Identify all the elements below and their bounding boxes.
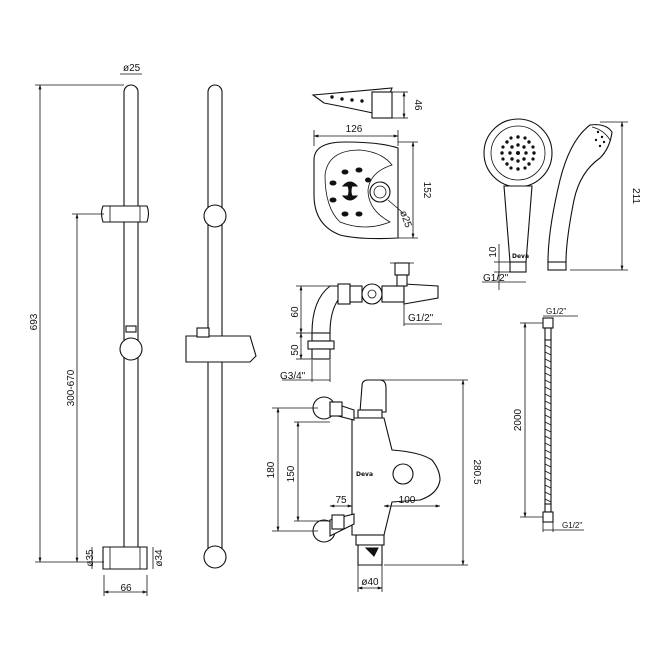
handset-side-connector: [547, 261, 567, 271]
valve-body-dia-label: ø40: [361, 577, 379, 588]
spout-base: [311, 332, 331, 342]
bath-spout: 60 50 G3/4" G1/2": [280, 262, 442, 382]
handset-height-label: 211: [630, 188, 641, 204]
spout-inlet-thread: [311, 348, 331, 360]
valve-top-handle: [359, 379, 387, 413]
rail-slider: [119, 337, 143, 361]
spout-inlet: [307, 340, 335, 350]
handset-brand: Deva: [512, 253, 529, 260]
spout-outlet-thread-label: G1/2": [408, 313, 434, 324]
thermostatic-valve: Deva 180 150 280.5 75 100 ø40: [266, 379, 482, 592]
spout-outlet: [403, 283, 439, 305]
spout-right: [381, 285, 405, 303]
rail-side-bottom-knob: [203, 545, 227, 569]
handset-thread-label: G1/2": [483, 273, 509, 284]
rail-side-pole: [207, 84, 223, 566]
valve-brand: Deva: [356, 471, 373, 478]
hose-bottom-thread-label: G1/2": [562, 521, 582, 530]
rail-side-top-knob: [203, 204, 227, 228]
soap-dish-width-label: 126: [346, 124, 363, 135]
spout-diverter: [361, 283, 383, 305]
soap-dish-mount: [371, 91, 393, 119]
valve-top-ring: [357, 409, 383, 419]
soap-dish-hole-dia-label: ø25: [397, 209, 413, 229]
hose-top-thread-label: G1/2": [546, 307, 566, 316]
soap-dish-hole: [369, 181, 391, 203]
valve-depth-b-label: 100: [399, 495, 416, 506]
rail-pole: [123, 84, 139, 566]
handset-thread-height-label: 10: [488, 246, 499, 258]
hose-top-nut: [542, 317, 554, 329]
handset-side: [547, 124, 613, 263]
soap-dish-depth-label: 152: [421, 182, 432, 199]
valve-centers-outer-label: 180: [266, 461, 277, 478]
soap-dish: 46 126 152 ø25: [311, 87, 432, 240]
valve-knob-center: [392, 463, 414, 485]
hose-top-ferrule: [544, 327, 552, 341]
rail-side-view: [185, 84, 257, 569]
rail-top-dia-label: ø25: [123, 63, 141, 74]
rail-slider-range-label: 300-670: [66, 369, 77, 406]
rail-side-slider-clip: [196, 327, 210, 338]
handset-connector: [509, 261, 527, 273]
handset-handle: [503, 185, 533, 263]
rail-side-slider: [185, 335, 257, 363]
spout-nut: [337, 283, 351, 305]
hose-bottom-ferrule: [544, 503, 552, 513]
soap-dish-drain-icon: [341, 181, 359, 201]
valve-height-total-label: 280.5: [471, 459, 482, 484]
valve-depth-a-label: 75: [335, 495, 347, 506]
rail-top-bracket: [100, 205, 150, 223]
spout-height-a-label: 60: [290, 306, 301, 318]
rail-base-dia-label: ø34: [154, 549, 165, 567]
hose-length-label: 2000: [513, 408, 524, 431]
spout-inlet-thread-label: G3/4": [280, 371, 306, 382]
rail-front-view: ø25 693 300-670 ø35 ø34 66: [29, 63, 165, 596]
rail-bracket-dia-label: ø35: [85, 549, 96, 567]
valve-inlet-top-nut: [329, 401, 343, 417]
valve-inlet-bottom-nut: [331, 514, 345, 530]
handset-nozzles: [500, 135, 536, 171]
hose-bottom-nut: [542, 511, 554, 523]
soap-dish-height-label: 46: [412, 99, 423, 111]
rail-base-width-label: 66: [120, 583, 132, 594]
rail-slider-screw: [125, 325, 137, 333]
spout-height-b-label: 50: [290, 344, 301, 356]
valve-bottom-ring: [355, 534, 385, 546]
rail-total-height-label: 693: [29, 313, 40, 330]
spout-top-connector: [394, 262, 410, 276]
spout-top-stem: [396, 274, 408, 287]
spout-mid: [349, 285, 363, 303]
valve-centers-inner-label: 150: [286, 465, 297, 482]
shower-hose: 2000 G1/2" G1/2": [513, 307, 584, 532]
handset: Deva 10 G1/2" 211: [482, 118, 641, 290]
